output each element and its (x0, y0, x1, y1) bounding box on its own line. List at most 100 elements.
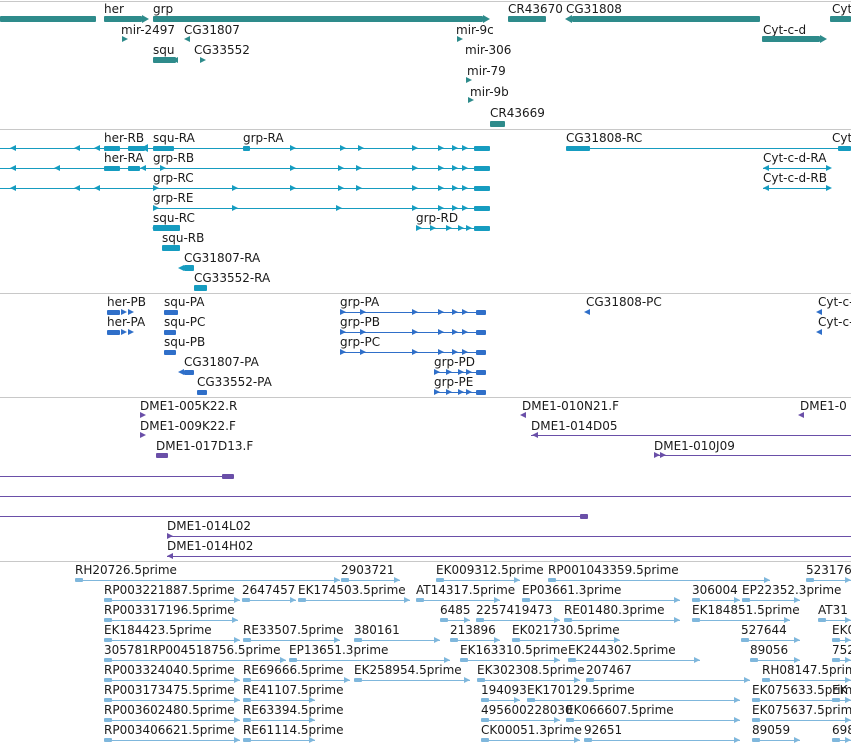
exon-block[interactable] (222, 473, 234, 479)
exon-block[interactable] (164, 349, 176, 355)
exon-block[interactable] (164, 309, 178, 315)
gene-track-label[interactable]: CR43670 (508, 2, 563, 16)
est-track-label[interactable]: 305781RP004518756.5prime (104, 643, 281, 657)
exon-block[interactable] (128, 165, 140, 171)
exon-block[interactable] (128, 145, 145, 151)
transcript-cg33552-ra[interactable] (194, 285, 207, 291)
gene-her[interactable] (104, 16, 142, 22)
gene-cyt-c-d[interactable] (762, 36, 820, 42)
transcript-track-label[interactable]: Cyt-c-d-RB (763, 171, 827, 185)
est-track-label[interactable]: 495600228030 (481, 703, 573, 717)
est-block[interactable] (832, 658, 840, 662)
exon-block[interactable] (474, 145, 490, 151)
est-block[interactable] (522, 598, 530, 602)
est-block[interactable] (104, 678, 112, 682)
exon-block[interactable] (184, 369, 194, 375)
est-track-label[interactable]: EK021730.5prime (512, 623, 620, 637)
est-track-label[interactable]: 92651 (584, 723, 623, 737)
cds-track-label[interactable]: grp-PD (434, 355, 475, 369)
bac-track-label[interactable]: DME1-010N21.F (522, 399, 620, 413)
est-block[interactable] (762, 678, 770, 682)
est-track-label[interactable]: RP003221887.5prime (104, 583, 235, 597)
cds-track-label[interactable]: CG33552-PA (197, 375, 272, 389)
est-track-label[interactable]: EK174503.5prime (298, 583, 406, 597)
est-block[interactable] (481, 738, 489, 742)
est-block[interactable] (104, 598, 112, 602)
transcript-cg31807-ra[interactable] (184, 265, 194, 271)
cds-track-label[interactable]: Cyt-c- (818, 315, 851, 329)
gene-track-label[interactable]: mir-9c (456, 23, 494, 37)
gene-track-label[interactable]: CG33552 (194, 43, 250, 57)
gene-track-label[interactable]: CR43669 (490, 106, 545, 120)
est-track-label[interactable]: 194093 (481, 683, 527, 697)
transcript-track-label[interactable]: grp-RE (153, 191, 194, 205)
gene-squ[interactable] (153, 57, 176, 63)
exon-block[interactable] (243, 145, 250, 151)
est-track-label[interactable]: 89056 (750, 643, 789, 657)
est-track-label[interactable]: RH20726.5prime (75, 563, 177, 577)
est-block[interactable] (289, 658, 297, 662)
est-block[interactable] (806, 578, 814, 582)
transcript-track-label[interactable]: Cyt-c-d-RA (763, 151, 827, 165)
est-block[interactable] (243, 718, 251, 722)
est-track-label[interactable]: RH08147.5prime (762, 663, 851, 677)
bac-track-label[interactable]: DME1-017D13.F (156, 439, 254, 453)
est-track-label[interactable]: 527644 (741, 623, 787, 637)
exon-block[interactable] (476, 389, 486, 395)
gene-grp[interactable] (153, 16, 483, 22)
cds-track-label[interactable]: grp-PC (340, 335, 381, 349)
transcript-track-label[interactable]: her-RA (104, 151, 144, 165)
exon-block[interactable] (476, 349, 486, 355)
est-track-label[interactable]: EK302308.5prime (477, 663, 585, 677)
cds-track-label[interactable]: grp-PA (340, 295, 380, 309)
bac-track-label[interactable]: DME1-014D05 (531, 419, 618, 433)
cds-track-label[interactable]: CG31807-PA (184, 355, 259, 369)
est-track-label[interactable]: RE61114.5prime (243, 723, 344, 737)
est-track-label[interactable]: 89059 (752, 723, 791, 737)
est-block[interactable] (242, 598, 250, 602)
est-track-label[interactable]: 207467 (586, 663, 632, 677)
est-block[interactable] (568, 658, 576, 662)
exon-block[interactable] (153, 145, 174, 151)
est-track-label[interactable]: RP003173475.5prime (104, 683, 235, 697)
est-block[interactable] (298, 598, 306, 602)
est-track-label[interactable]: EK244302.5prime (568, 643, 676, 657)
cds-track-label[interactable]: her-PA (107, 315, 146, 329)
gene-track-label[interactable]: mir-79 (467, 64, 506, 78)
est-track-label[interactable]: EP13651.3prime (289, 643, 389, 657)
est-block[interactable] (564, 618, 572, 622)
est-track-label[interactable]: RP003406621.5prime (104, 723, 235, 737)
exon-block[interactable] (476, 369, 486, 375)
bac-track-label[interactable]: DME1-005K22.R (140, 399, 238, 413)
est-track-label[interactable]: EK0 (832, 623, 851, 637)
est-block[interactable] (586, 678, 594, 682)
gene-block[interactable] (0, 16, 96, 22)
bac-track-label[interactable]: DME1-014L02 (167, 519, 251, 533)
cds-track-label[interactable]: her-PB (107, 295, 146, 309)
est-track-label[interactable]: RE33507.5prime (243, 623, 344, 637)
gene-track-label[interactable]: mir-9b (470, 85, 509, 99)
est-track-label[interactable]: EK075633.5prime (752, 683, 851, 697)
est-block[interactable] (341, 578, 349, 582)
est-block[interactable] (527, 698, 535, 702)
est-track-label[interactable]: RP003324040.5prime (104, 663, 235, 677)
transcript-track-label[interactable]: squ-RB (162, 231, 205, 245)
cds-track-label[interactable]: CG31808-PC (586, 295, 662, 309)
gene-track-label[interactable]: CG31807 (184, 23, 240, 37)
exon-block[interactable] (197, 389, 207, 395)
est-block[interactable] (752, 718, 760, 722)
est-block[interactable] (832, 698, 840, 702)
est-block[interactable] (741, 638, 749, 642)
exon-block[interactable] (474, 185, 490, 191)
est-track-label[interactable]: RP003602480.5prime (104, 703, 235, 717)
est-track-label[interactable]: 698 (832, 723, 851, 737)
cds-track-label[interactable]: grp-PE (434, 375, 474, 389)
transcript-track-label[interactable]: squ-RA (153, 131, 195, 145)
est-block[interactable] (692, 598, 700, 602)
transcript-track-label[interactable]: CG31807-RA (184, 251, 261, 265)
est-track-label[interactable]: 380161 (354, 623, 400, 637)
est-block[interactable] (354, 638, 362, 642)
est-track-label[interactable]: 306004 (692, 583, 738, 597)
est-block[interactable] (818, 618, 826, 622)
est-track-label[interactable]: AT31 (818, 603, 848, 617)
